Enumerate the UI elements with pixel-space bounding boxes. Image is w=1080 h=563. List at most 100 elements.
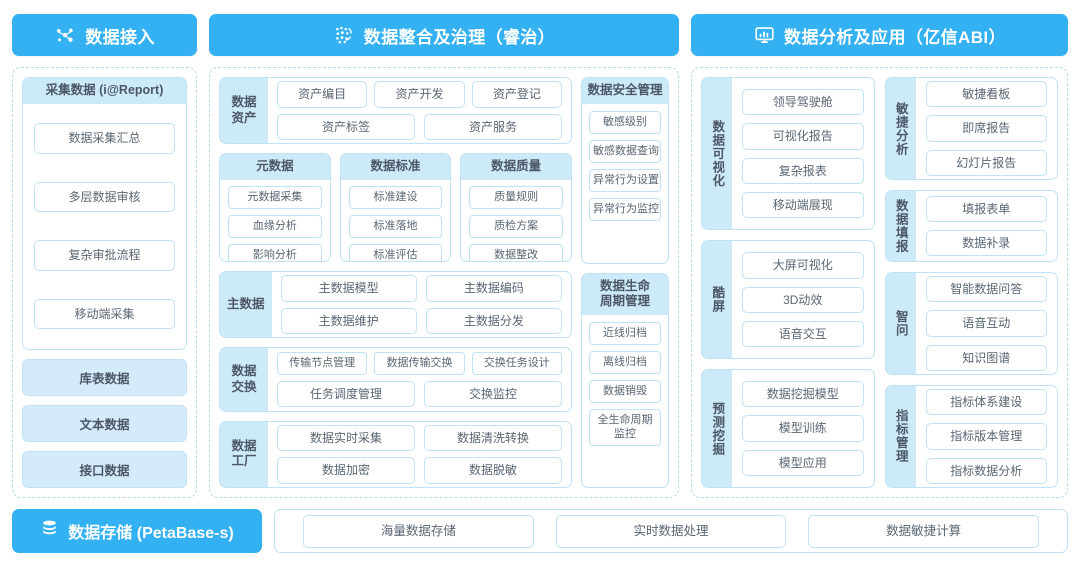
chip-indicator-2[interactable]: 指标数据分析 — [925, 457, 1047, 485]
chip-viz-1[interactable]: 可视化报告 — [742, 123, 864, 150]
chip-filling-1[interactable]: 数据补录 — [925, 229, 1047, 257]
row-predictive-mining-label: 预测挖掘 — [702, 370, 732, 488]
chip-lifecycle-1[interactable]: 离线归档 — [589, 351, 661, 375]
row-data-exchange-label: 数据 交换 — [220, 348, 268, 411]
row-predictive-mining: 预测挖掘 数据挖掘模型 模型训练 模型应用 — [701, 369, 875, 489]
card-data-standard: 数据标准 标准建设 标准落地 标准评估 — [339, 153, 452, 263]
chip-standard-2[interactable]: 标准评估 — [348, 244, 443, 262]
row-indicator-management-label: 指标管理 — [885, 385, 916, 487]
chip-master-distribute[interactable]: 主数据分发 — [425, 307, 563, 335]
chip-standard-1[interactable]: 标准落地 — [348, 215, 443, 239]
header-data-ingest[interactable]: 数据接入 — [12, 14, 197, 56]
chip-smartqa-2[interactable]: 知识图谱 — [925, 344, 1047, 371]
chip-source-2[interactable]: 接口数据 — [22, 451, 187, 488]
analytics-left-groups: 数据可视化 领导驾驶舱 可视化报告 复杂报表 移动端展现 酷屏 — [701, 77, 875, 489]
chip-coolscreen-0[interactable]: 大屏可视化 — [742, 252, 864, 279]
row-data-filling-label: 数据填报 — [885, 191, 916, 261]
chip-factory-clean[interactable]: 数据清洗转换 — [424, 425, 562, 452]
chip-quality-0[interactable]: 质量规则 — [469, 185, 564, 210]
chip-indicator-1[interactable]: 指标版本管理 — [925, 423, 1047, 450]
chip-exchange-monitor[interactable]: 交换监控 — [424, 380, 562, 408]
row-indicator-management: 指标管理 指标体系建设 指标版本管理 指标数据分析 — [884, 384, 1058, 488]
chip-standard-0[interactable]: 标准建设 — [348, 185, 443, 210]
chip-agile-2[interactable]: 幻灯片报告 — [925, 149, 1047, 177]
chip-mining-2[interactable]: 模型应用 — [742, 449, 864, 477]
chip-metadata-0[interactable]: 元数据采集 — [228, 185, 322, 210]
chip-viz-3[interactable]: 移动端展现 — [742, 192, 864, 219]
chip-exchange-transfer[interactable]: 数据传输交换 — [374, 351, 465, 375]
card-metadata-title: 元数据 — [220, 154, 330, 180]
row-data-filling: 数据填报 填报表单 数据补录 — [884, 190, 1058, 262]
chip-metadata-2[interactable]: 影响分析 — [228, 244, 322, 262]
card-data-standard-title: 数据标准 — [340, 154, 451, 180]
chip-security-1[interactable]: 敏感数据查询 — [589, 139, 661, 163]
chip-collect-1[interactable]: 多层数据审核 — [34, 181, 175, 213]
chip-smartqa-1[interactable]: 语音互动 — [925, 310, 1047, 337]
card-data-security: 数据安全管理 敏感级别 敏感数据查询 异常行为设置 异常行为监控 — [581, 77, 669, 264]
chip-lifecycle-0[interactable]: 近线归档 — [589, 321, 661, 346]
header-data-governance-label: 数据整合及治理（睿治） — [363, 27, 556, 47]
card-data-quality-title: 数据质量 — [461, 154, 572, 180]
chip-quality-2[interactable]: 数据整改 — [469, 244, 564, 262]
chip-coolscreen-1[interactable]: 3D动效 — [742, 286, 864, 313]
chip-collect-2[interactable]: 复杂审批流程 — [34, 240, 175, 271]
chip-collect-3[interactable]: 移动端采集 — [34, 299, 175, 330]
chip-storage-1[interactable]: 实时数据处理 — [555, 514, 787, 548]
row-cool-screen-label: 酷屏 — [702, 241, 732, 359]
row-data-asset: 数据 资产 资产编目 资产开发 资产登记 资产标签 资产服务 — [219, 77, 572, 145]
chip-agile-1[interactable]: 即席报告 — [925, 115, 1047, 142]
row-master-data: 主数据 主数据模型 主数据编码 主数据维护 主数据分发 — [219, 271, 572, 339]
chip-exchange-taskdesign[interactable]: 交换任务设计 — [471, 351, 562, 375]
chip-exchange-node[interactable]: 传输节点管理 — [277, 351, 368, 375]
chip-asset-develop[interactable]: 资产开发 — [374, 81, 465, 108]
chip-quality-1[interactable]: 质检方案 — [469, 215, 564, 239]
panel-data-ingest: 采集数据 (i@Report) 数据采集汇总 多层数据审核 复杂审批流程 移动端… — [12, 67, 197, 498]
diagram-body: 采集数据 (i@Report) 数据采集汇总 多层数据审核 复杂审批流程 移动端… — [12, 67, 1068, 498]
chip-mining-0[interactable]: 数据挖掘模型 — [742, 380, 864, 408]
chip-factory-realtime[interactable]: 数据实时采集 — [277, 425, 415, 452]
card-collect-data-title: 采集数据 (i@Report) — [23, 78, 186, 104]
chip-asset-tag[interactable]: 资产标签 — [277, 113, 415, 141]
chip-lifecycle-3[interactable]: 全生命周期 监控 — [589, 409, 661, 446]
chip-coolscreen-2[interactable]: 语音交互 — [742, 320, 864, 348]
database-icon — [40, 519, 59, 543]
header-data-governance[interactable]: 数据整合及治理（睿治） — [209, 14, 679, 56]
chip-viz-0[interactable]: 领导驾驶舱 — [742, 88, 864, 116]
header-data-ingest-label: 数据接入 — [85, 27, 155, 47]
chip-metadata-1[interactable]: 血缘分析 — [228, 215, 322, 239]
chip-master-code[interactable]: 主数据编码 — [425, 275, 563, 302]
card-metadata: 元数据 元数据采集 血缘分析 影响分析 — [219, 153, 331, 263]
card-collect-data: 采集数据 (i@Report) 数据采集汇总 多层数据审核 复杂审批流程 移动端… — [22, 77, 187, 350]
chip-collect-0[interactable]: 数据采集汇总 — [34, 123, 175, 154]
chip-smartqa-0[interactable]: 智能数据问答 — [925, 275, 1047, 303]
chip-filling-0[interactable]: 填报表单 — [925, 195, 1047, 222]
chip-master-maintain[interactable]: 主数据维护 — [280, 307, 417, 335]
chip-indicator-0[interactable]: 指标体系建设 — [925, 388, 1047, 416]
chip-mining-1[interactable]: 模型训练 — [742, 415, 864, 442]
chip-asset-service[interactable]: 资产服务 — [424, 113, 562, 141]
chip-security-3[interactable]: 异常行为监控 — [589, 198, 661, 222]
chip-agile-0[interactable]: 敏捷看板 — [925, 80, 1047, 108]
chip-lifecycle-2[interactable]: 数据销毁 — [589, 380, 661, 404]
analytics-right-groups: 敏捷分析 敏捷看板 即席报告 幻灯片报告 数据填报 填报表单 — [884, 77, 1058, 488]
chip-security-0[interactable]: 敏感级别 — [589, 110, 661, 134]
row-data-factory-label: 数据 工厂 — [220, 421, 268, 488]
row-cool-screen: 酷屏 大屏可视化 3D动效 语音交互 — [701, 240, 875, 360]
chip-storage-2[interactable]: 数据敏捷计算 — [808, 514, 1040, 548]
chip-asset-catalog[interactable]: 资产编目 — [277, 81, 368, 108]
panel-data-governance: 数据 资产 资产编目 资产开发 资产登记 资产标签 资产服务 — [209, 67, 679, 498]
chip-source-1[interactable]: 文本数据 — [22, 405, 187, 442]
header-data-storage[interactable]: 数据存储 (PetaBase-s) — [12, 509, 262, 553]
chip-viz-2[interactable]: 复杂报表 — [742, 157, 864, 185]
chip-asset-register[interactable]: 资产登记 — [471, 81, 562, 108]
chip-master-model[interactable]: 主数据模型 — [280, 275, 417, 302]
chip-security-2[interactable]: 异常行为设置 — [589, 169, 661, 193]
header-data-analytics[interactable]: 数据分析及应用（亿信ABI） — [691, 14, 1068, 56]
chip-source-0[interactable]: 库表数据 — [22, 359, 187, 396]
chip-factory-desensitize[interactable]: 数据脱敏 — [424, 457, 562, 484]
chip-storage-0[interactable]: 海量数据存储 — [303, 514, 534, 548]
data-dots-icon — [333, 24, 355, 46]
chip-exchange-schedule[interactable]: 任务调度管理 — [277, 380, 415, 408]
header-data-storage-label: 数据存储 (PetaBase-s) — [68, 525, 234, 542]
chip-factory-encrypt[interactable]: 数据加密 — [277, 457, 415, 484]
